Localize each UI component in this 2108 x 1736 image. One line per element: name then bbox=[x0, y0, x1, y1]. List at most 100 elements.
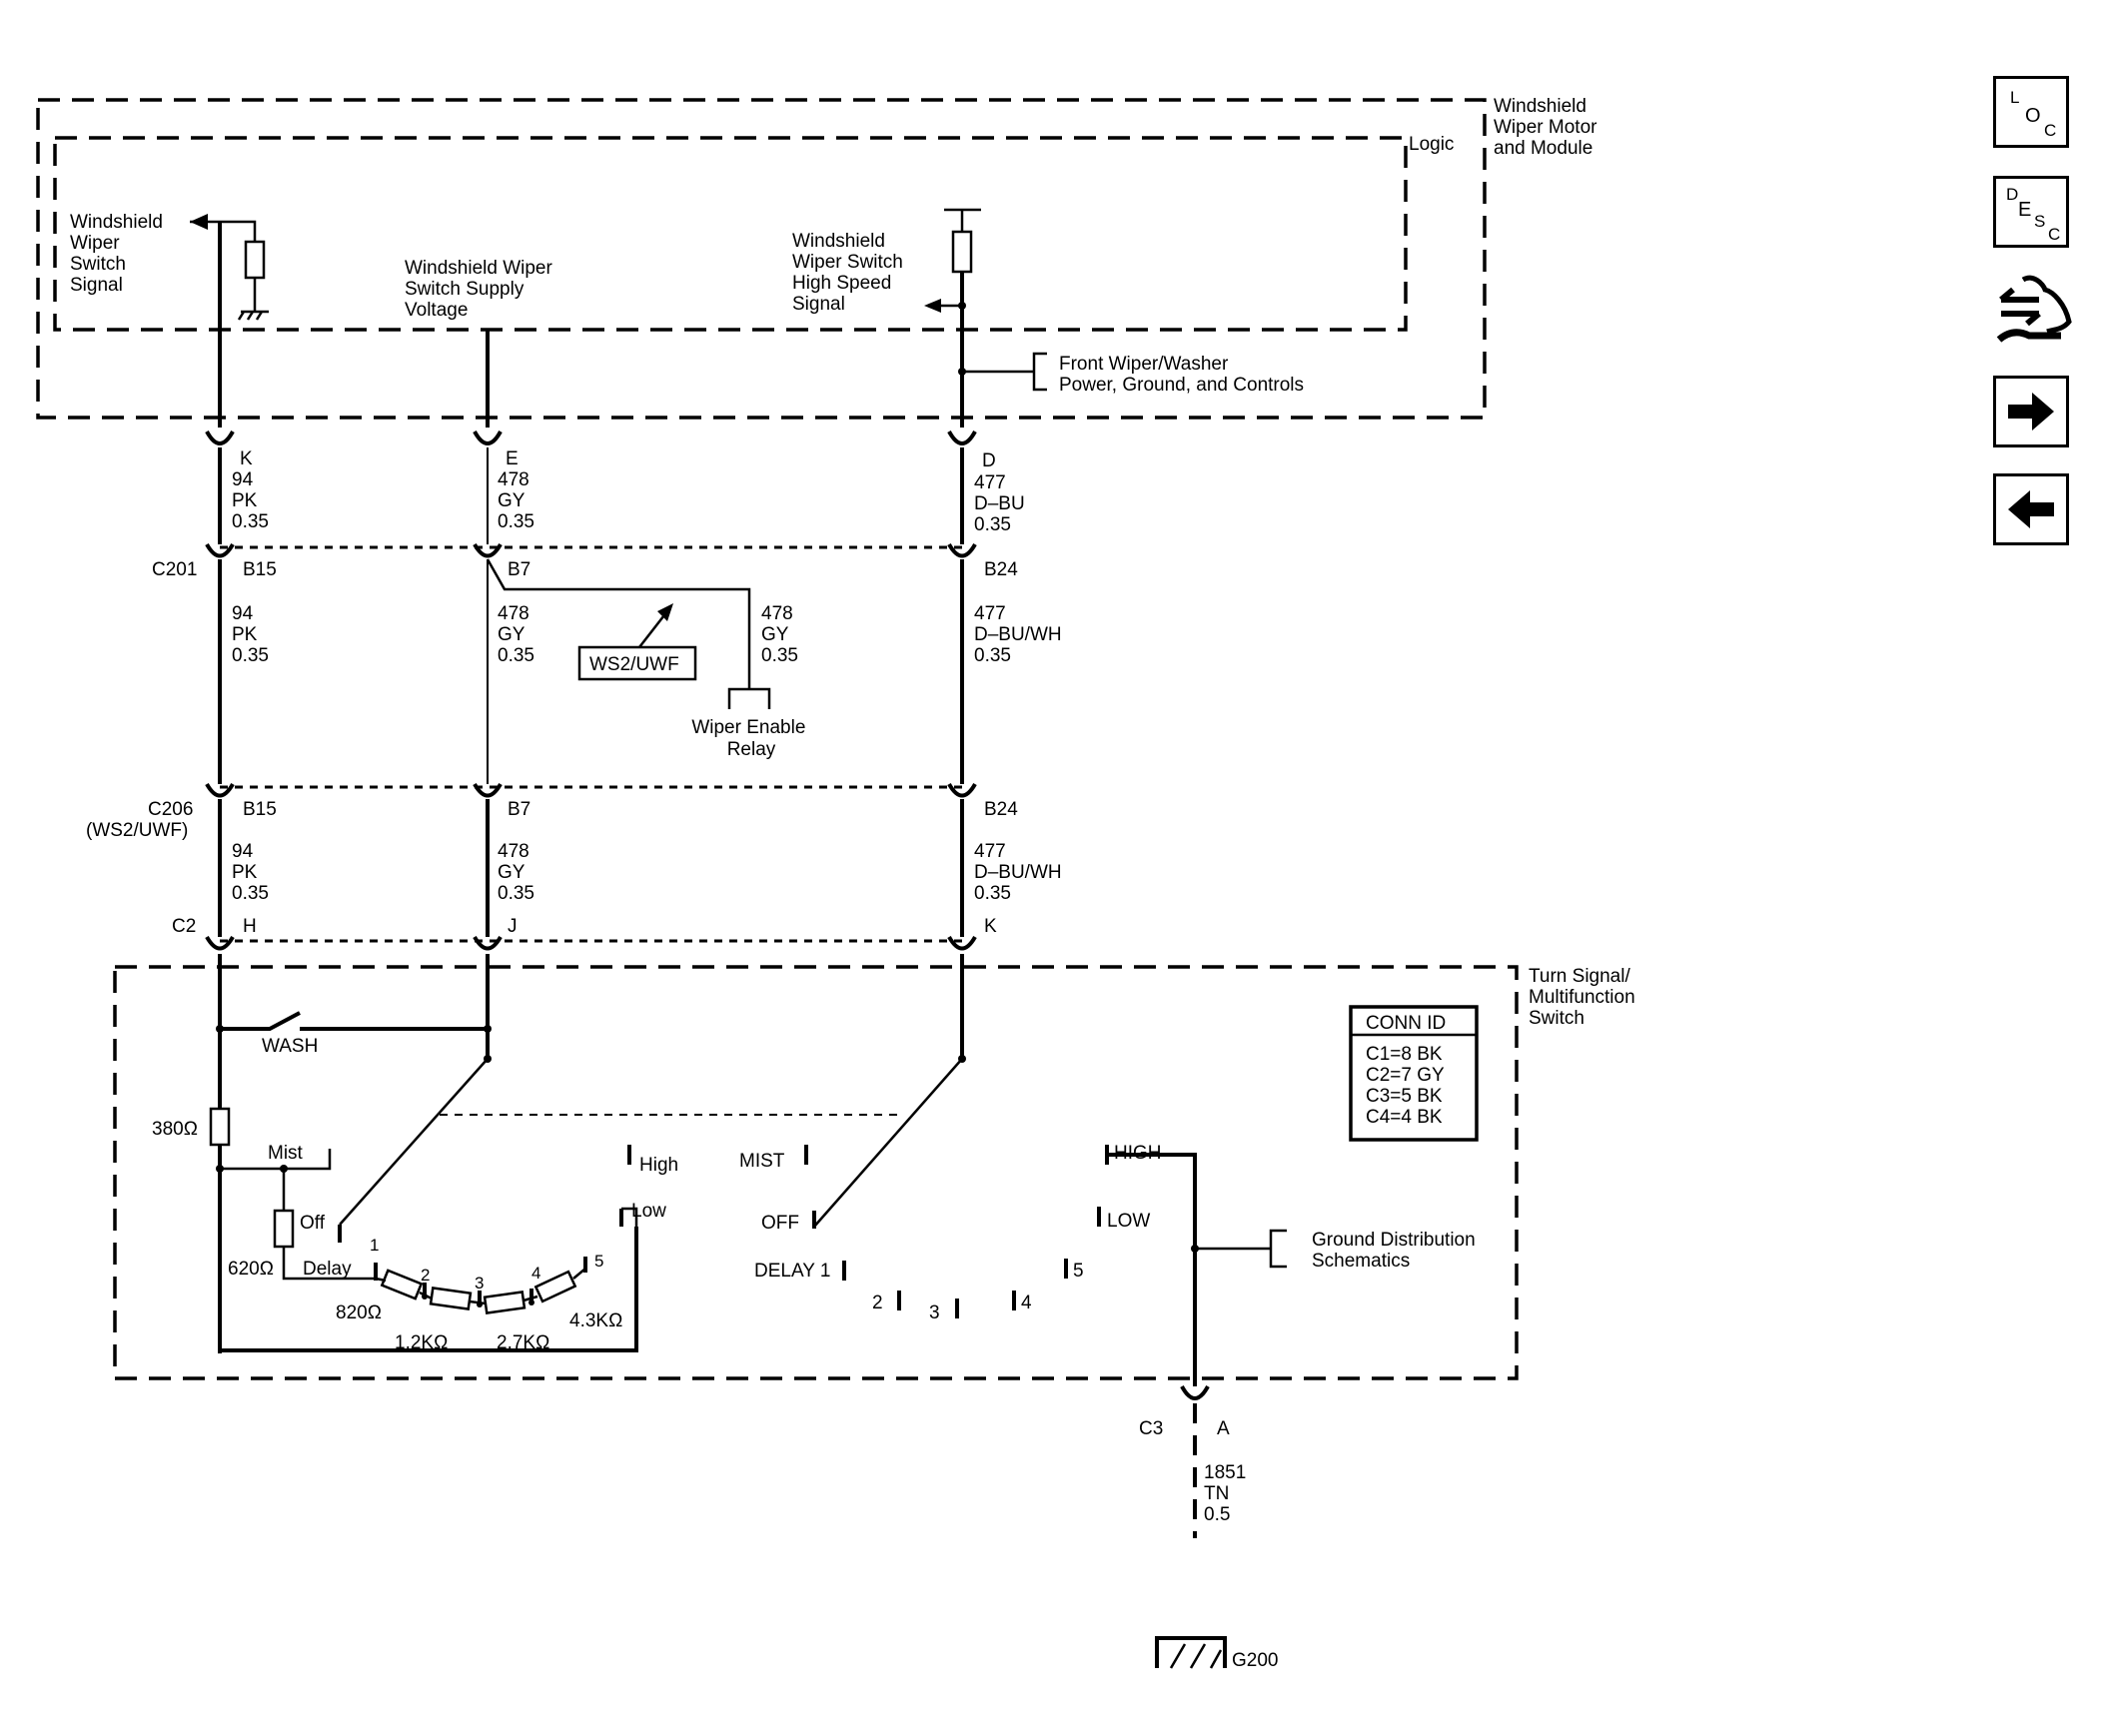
wire-477-bot: 477 D–BU/WH 0.35 bbox=[974, 841, 1067, 904]
c2-pin-h: H bbox=[243, 916, 257, 937]
loc-letter: O bbox=[2025, 105, 2041, 127]
right-d5-label: 5 bbox=[1073, 1261, 1084, 1282]
right-mist-label: MIST bbox=[739, 1151, 785, 1172]
conn-id-row: C4=4 BK bbox=[1366, 1107, 1443, 1128]
previous-page-button[interactable] bbox=[1993, 473, 2069, 545]
c3-label: C3 bbox=[1139, 1418, 1163, 1439]
desc-button[interactable]: D E S C bbox=[1993, 176, 2069, 248]
r1_2k-label: 1.2KΩ bbox=[395, 1332, 448, 1353]
relay-label: Wiper Enable Relay bbox=[691, 717, 810, 760]
ground-symbol bbox=[1155, 1636, 1227, 1669]
c206-pins bbox=[205, 782, 977, 798]
r620-label: 620Ω bbox=[228, 1259, 274, 1280]
motor-connector bbox=[205, 430, 977, 445]
motor-pin-e: E bbox=[506, 448, 519, 469]
arrow-right-icon bbox=[2008, 393, 2054, 431]
delay-num-1: 1 bbox=[370, 1236, 379, 1255]
right-high-label: HIGH bbox=[1114, 1143, 1162, 1164]
r2_7k-label: 2.7KΩ bbox=[497, 1332, 549, 1353]
c206-pin-b15: B15 bbox=[243, 799, 277, 820]
logic-label: Logic bbox=[1409, 134, 1454, 155]
desc-letter: C bbox=[2048, 225, 2061, 244]
multifunction-switch-box bbox=[113, 965, 1519, 1380]
c201-pin-b15: B15 bbox=[243, 559, 277, 580]
c201-pin-b7: B7 bbox=[508, 559, 530, 580]
c3-pin-a: A bbox=[1217, 1418, 1230, 1439]
c2-pin-j: J bbox=[508, 916, 518, 937]
right-low-label: LOW bbox=[1107, 1211, 1150, 1232]
wiper-motor-module-box bbox=[36, 98, 1487, 420]
delay-num-5: 5 bbox=[594, 1252, 603, 1271]
conn-id-row: C1=8 BK bbox=[1366, 1044, 1443, 1065]
c201-pins bbox=[205, 542, 977, 558]
r380-label: 380Ω bbox=[152, 1119, 198, 1140]
high-speed-label: Windshield Wiper Switch High Speed Signa… bbox=[792, 231, 908, 315]
wire-477-top: 477 D–BU 0.35 bbox=[974, 472, 1030, 535]
c206-pin-b7: B7 bbox=[508, 799, 530, 820]
delay-label: Delay bbox=[303, 1259, 352, 1280]
main-wires bbox=[218, 447, 964, 544]
delay-num-4: 4 bbox=[531, 1264, 540, 1283]
logic-box bbox=[53, 136, 1408, 332]
front-power-label: Front Wiper/Washer Power, Ground, and Co… bbox=[1059, 354, 1304, 396]
switch-signal-circuit bbox=[190, 214, 269, 428]
right-delay1-label: DELAY 1 bbox=[754, 1261, 830, 1282]
r4_3k-label: 4.3KΩ bbox=[569, 1310, 622, 1331]
switch-signal-label: Windshield Wiper Switch Signal bbox=[70, 212, 168, 296]
next-page-button[interactable] bbox=[1993, 376, 2069, 447]
c201-pin-b24: B24 bbox=[984, 559, 1018, 580]
loc-button[interactable]: L O C bbox=[1993, 76, 2069, 148]
ground-distribution-label: Ground Distribution Schematics bbox=[1312, 1230, 1481, 1272]
option-tag-label: WS2/UWF bbox=[589, 654, 679, 675]
loc-letter: C bbox=[2044, 121, 2057, 140]
wire-1851: 1851 TN 0.5 bbox=[1204, 1462, 1252, 1525]
wires-c206-c2 bbox=[218, 799, 964, 937]
high-speed-circuit bbox=[924, 208, 1047, 428]
conn-id-table bbox=[1349, 1005, 1479, 1142]
wire-94-bot: 94 PK 0.35 bbox=[232, 841, 269, 904]
motor-pin-k: K bbox=[240, 448, 253, 469]
c201-label: C201 bbox=[152, 559, 197, 580]
wire-478-branch: 478 GY 0.35 bbox=[761, 603, 798, 666]
low-label: Low bbox=[631, 1201, 666, 1222]
desc-letter: D bbox=[2006, 185, 2019, 204]
motor-pin-d: D bbox=[982, 450, 996, 471]
delay-num-3: 3 bbox=[475, 1274, 484, 1293]
off-label: Off bbox=[300, 1213, 326, 1234]
wire-478-top: 478 GY 0.35 bbox=[498, 469, 534, 532]
service-tools-icon bbox=[1996, 275, 2072, 343]
c2-pins bbox=[205, 935, 977, 951]
mist-label: Mist bbox=[268, 1143, 304, 1164]
delay-num-2: 2 bbox=[421, 1266, 430, 1285]
wiper-switch-circuit bbox=[209, 954, 1287, 1386]
loc-letter: L bbox=[2010, 88, 2020, 107]
wires-c201-c206 bbox=[218, 558, 964, 784]
right-off-label: OFF bbox=[761, 1213, 799, 1234]
c3-pin bbox=[1180, 1384, 1210, 1400]
right-d4-label: 4 bbox=[1021, 1293, 1032, 1313]
conn-id-row: C3=5 BK bbox=[1366, 1086, 1443, 1107]
service-tools-button[interactable] bbox=[1993, 270, 2072, 343]
wash-label: WASH bbox=[262, 1036, 318, 1057]
conn-id-title: CONN ID bbox=[1366, 1013, 1446, 1034]
wire-477-mid: 477 D–BU/WH 0.35 bbox=[974, 603, 1067, 666]
g200-label: G200 bbox=[1232, 1650, 1278, 1671]
c206-label: C206 (WS2/UWF) bbox=[86, 799, 199, 841]
wire-478-mid: 478 GY 0.35 bbox=[498, 603, 534, 666]
right-d2-label: 2 bbox=[872, 1293, 883, 1313]
c2-label: C2 bbox=[172, 916, 196, 937]
c2-pin-k: K bbox=[984, 916, 997, 937]
wiper-motor-module-label: Windshield Wiper Motor and Module bbox=[1494, 96, 1602, 159]
c206-pin-b24: B24 bbox=[984, 799, 1018, 820]
arrow-left-icon bbox=[2008, 490, 2054, 528]
wire-94-top: 94 PK 0.35 bbox=[232, 469, 269, 532]
r820-label: 820Ω bbox=[336, 1302, 382, 1323]
wire-478-bot: 478 GY 0.35 bbox=[498, 841, 534, 904]
option-tag bbox=[577, 603, 697, 681]
right-d3-label: 3 bbox=[929, 1302, 940, 1323]
multifunction-switch-label: Turn Signal/ Multifunction Switch bbox=[1529, 966, 1640, 1029]
high-label: High bbox=[639, 1155, 678, 1176]
supply-voltage-label: Windshield Wiper Switch Supply Voltage bbox=[405, 258, 557, 321]
desc-letter: E bbox=[2018, 199, 2032, 221]
